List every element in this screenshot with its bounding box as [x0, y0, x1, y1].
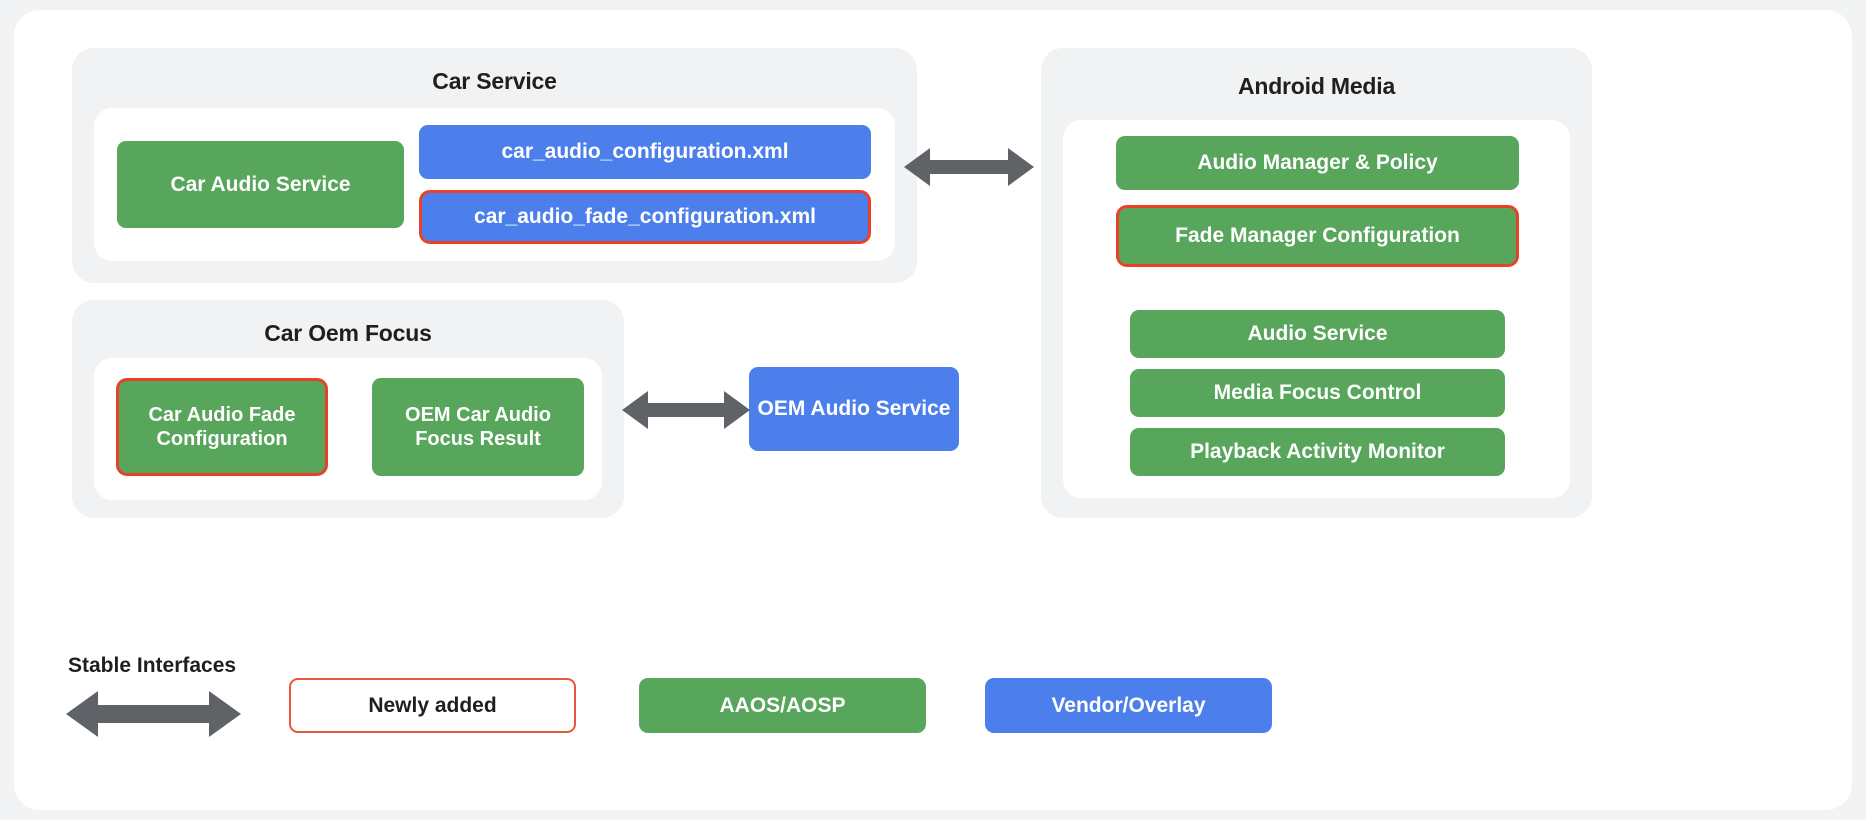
node-car-audio-fade-configuration-xml[interactable]: car_audio_fade_configuration.xml: [419, 190, 871, 244]
group-car-service: Car Service Car Audio Service car_audio_…: [72, 48, 917, 283]
node-media-focus-control[interactable]: Media Focus Control: [1130, 369, 1505, 417]
node-audio-manager-policy[interactable]: Audio Manager & Policy: [1116, 136, 1519, 190]
node-car-audio-fade-configuration[interactable]: Car Audio Fade Configuration: [116, 378, 328, 476]
legend-stable-interfaces-label: Stable Interfaces: [68, 654, 237, 677]
group-android-media: Android Media Audio Manager & Policy Fad…: [1041, 48, 1592, 518]
group-car-service-title: Car Service: [432, 68, 557, 94]
arrow-car-oem-focus-to-oem-audio-service: [622, 391, 750, 429]
node-audio-service[interactable]: Audio Service: [1130, 310, 1505, 358]
arrow-car-service-to-android-media: [904, 148, 1034, 186]
node-car-audio-configuration-xml[interactable]: car_audio_configuration.xml: [419, 125, 871, 179]
legend-item-vendor-overlay[interactable]: Vendor/Overlay: [985, 678, 1272, 733]
legend-item-aaos-aosp[interactable]: AAOS/AOSP: [639, 678, 926, 733]
group-car-oem-focus-title: Car Oem Focus: [264, 320, 432, 346]
node-fade-manager-configuration[interactable]: Fade Manager Configuration: [1116, 205, 1519, 267]
node-oem-car-audio-focus-result[interactable]: OEM Car Audio Focus Result: [372, 378, 584, 476]
legend-item-newly-added[interactable]: Newly added: [289, 678, 576, 733]
legend-stable-interfaces-arrow: [66, 691, 241, 737]
diagram-card: Car Service Car Audio Service car_audio_…: [14, 10, 1852, 810]
group-car-oem-focus: Car Oem Focus Car Audio Fade Configurati…: [72, 300, 624, 518]
group-android-media-title: Android Media: [1237, 73, 1396, 99]
node-oem-audio-service[interactable]: OEM Audio Service: [749, 367, 959, 451]
node-playback-activity-monitor[interactable]: Playback Activity Monitor: [1130, 428, 1505, 476]
node-car-audio-service[interactable]: Car Audio Service: [117, 141, 404, 228]
